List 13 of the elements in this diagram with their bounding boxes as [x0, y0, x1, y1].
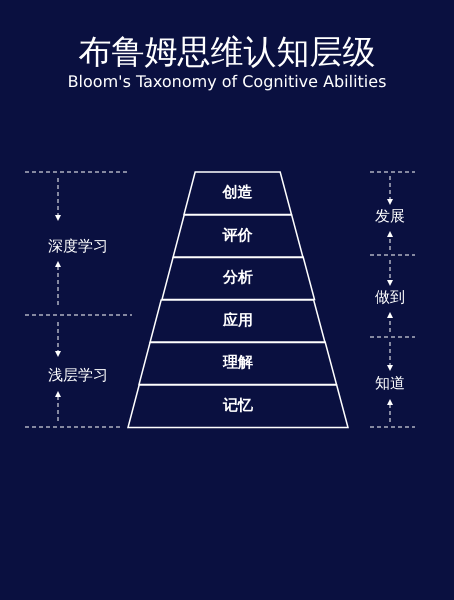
level-label: 分析	[222, 268, 253, 288]
side-label: 深度学习	[48, 237, 108, 256]
level-label: 记忆	[223, 396, 253, 415]
side-label: 知道	[375, 374, 405, 393]
level-label: 创造	[222, 183, 253, 202]
side-label: 发展	[375, 207, 405, 226]
level-label: 评价	[222, 226, 253, 245]
side-label: 浅层学习	[48, 366, 108, 385]
subtitle: Bloom's Taxonomy of Cognitive Abilities	[66, 72, 388, 91]
level-label: 应用	[222, 310, 253, 330]
level-label: 理解	[222, 353, 253, 372]
title: 布鲁姆思维认知层级	[78, 31, 376, 73]
side-label: 做到	[375, 288, 405, 307]
